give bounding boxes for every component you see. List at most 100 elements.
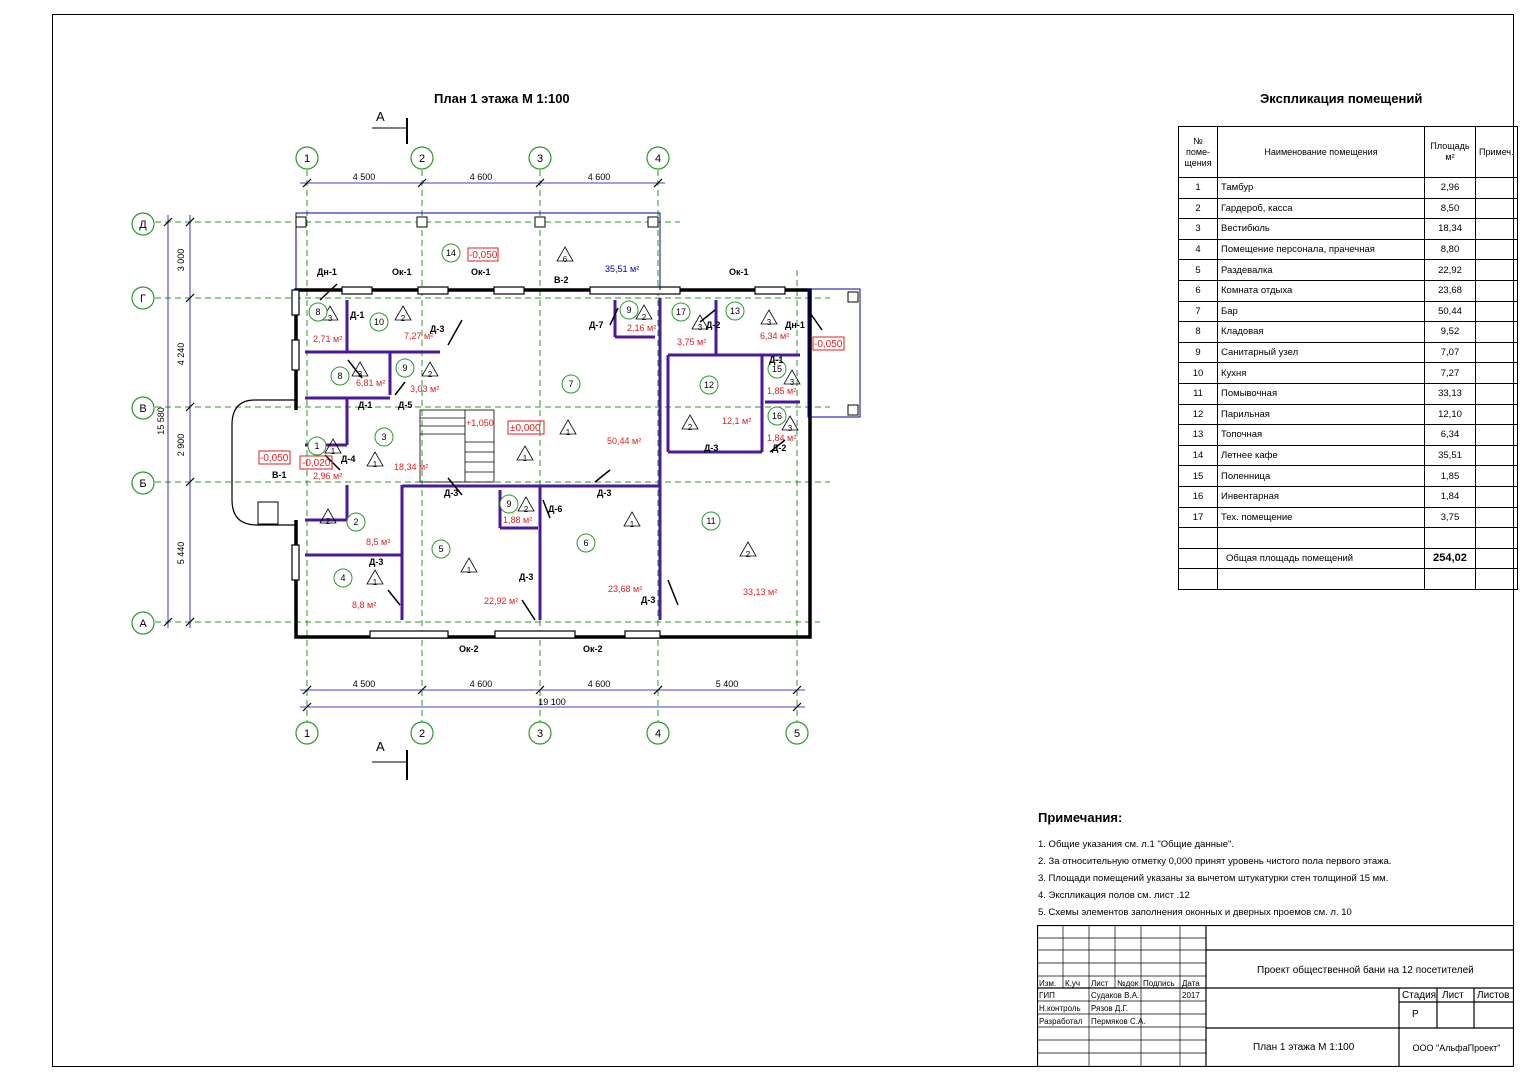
windows	[291, 286, 786, 639]
stage-header: Листов	[1477, 990, 1510, 1001]
staircase	[419, 409, 495, 483]
room-no: 13	[1178, 424, 1218, 446]
room-area: 50,44 м²	[607, 436, 641, 446]
stage-header: Стадия	[1402, 990, 1437, 1001]
axis-bottom-3: 3	[537, 728, 543, 740]
door-label: Д-1	[769, 355, 783, 365]
room-area: 18,34 м²	[394, 462, 428, 472]
room-number: 14	[446, 248, 456, 258]
room-note	[1475, 197, 1518, 220]
room-area: 1,85	[1424, 465, 1476, 487]
room-note	[1475, 321, 1518, 343]
stamp-col-header: Подпись	[1143, 979, 1175, 988]
room-area: 8,80	[1424, 238, 1476, 261]
room-area: 35,51 м²	[605, 264, 639, 274]
dim-left-4: 5 440	[176, 542, 186, 565]
stamp-person: Судаков В.А.	[1091, 991, 1140, 1000]
room-name: Тех. помещение	[1217, 506, 1425, 529]
level-mark: -0,050	[260, 453, 289, 464]
floor-type: 2	[401, 314, 406, 323]
room-area: 2,96	[1424, 177, 1476, 199]
floor-type: 2	[428, 370, 433, 379]
floor-type: 3	[790, 378, 795, 387]
room-no: 11	[1178, 382, 1218, 405]
room-area: 2,96 м²	[313, 471, 342, 481]
dim-top-1: 4 500	[353, 172, 376, 182]
room-name: Помывочная	[1217, 382, 1425, 405]
floor-type: 1	[467, 566, 472, 575]
room-no: 4	[1178, 238, 1218, 261]
room-area: 2,71 м²	[313, 334, 342, 344]
axis-left-v: В	[139, 403, 146, 415]
floor-type: 3	[767, 318, 772, 327]
level-mark: -0,050	[469, 250, 498, 261]
axis-top-3: 3	[537, 153, 543, 165]
stage-value: Р	[1412, 1009, 1419, 1020]
room-no: 12	[1178, 403, 1218, 426]
floor-type: 1	[373, 578, 378, 587]
room-area: 1,84	[1424, 485, 1476, 508]
stamp-role: Н.контроль	[1039, 1004, 1081, 1013]
room-area: 12,1 м²	[722, 416, 751, 426]
room-note	[1475, 300, 1518, 323]
axis-bottom-2: 2	[419, 728, 425, 740]
room-name: Санитарный узел	[1217, 341, 1425, 364]
room-name: Помещение персонала, прачечная	[1217, 238, 1425, 261]
room-area: 8,5 м²	[366, 537, 390, 547]
col-header: Площадь м²	[1424, 126, 1476, 178]
room-area: 6,34	[1424, 424, 1476, 446]
plan-title: План 1 этажа М 1:100	[434, 91, 570, 106]
stamp-role: Разработал	[1039, 1017, 1083, 1026]
floor-type: 1	[566, 428, 571, 437]
room-name: Парильная	[1217, 403, 1425, 426]
room-no: 9	[1178, 341, 1218, 364]
axis-top-1: 1	[304, 153, 310, 165]
room-area: 7,27 м²	[404, 331, 433, 341]
room-no: 15	[1178, 465, 1218, 487]
room-no: 14	[1178, 444, 1218, 467]
room-number: 2	[353, 517, 358, 527]
stage-header: Лист	[1442, 990, 1464, 1001]
room-number: 12	[704, 380, 714, 390]
axis-left-g: Г	[140, 293, 146, 305]
room-area: 2,16 м²	[627, 323, 656, 333]
total-label: Общая площадь помещений	[1217, 547, 1425, 570]
room-number: 13	[730, 306, 740, 316]
summer-cafe-terrace	[295, 212, 861, 418]
sheet-name: План 1 этажа М 1:100	[1253, 1042, 1355, 1053]
room-area: 50,44	[1424, 300, 1476, 323]
door-label: Д-3	[704, 443, 718, 453]
col-header: Наименование помещения	[1217, 126, 1425, 178]
room-area: 6,81 м²	[356, 378, 385, 388]
room-area: 22,92	[1424, 259, 1476, 281]
room-no: 2	[1178, 197, 1218, 220]
room-area: 3,75 м²	[677, 337, 706, 347]
stamp-date: 2017	[1182, 991, 1200, 1000]
room-name: Топочная	[1217, 424, 1425, 446]
floor-type: 3	[358, 370, 363, 379]
door-label: В-2	[554, 275, 569, 285]
room-name: Раздевалка	[1217, 259, 1425, 281]
window-label: Ок-2	[583, 644, 603, 654]
dim-bottom-2: 4 600	[470, 679, 493, 689]
room-name: Кухня	[1217, 362, 1425, 384]
axis-left-b: Б	[139, 478, 146, 490]
room-no: 6	[1178, 279, 1218, 302]
room-area: 7,27	[1424, 362, 1476, 384]
col-header: Примеч.	[1475, 126, 1518, 178]
explication-title: Экспликация помещений	[1260, 91, 1423, 106]
stamp-person: Пермяков С.А.	[1091, 1017, 1146, 1026]
room-name: Тамбур	[1217, 177, 1425, 199]
room-note	[1475, 465, 1518, 487]
room-number: 16	[772, 411, 782, 421]
room-note	[1475, 506, 1518, 529]
room-note	[1475, 341, 1518, 364]
note-item: 5. Схемы элементов заполнения оконных и …	[1038, 907, 1352, 918]
room-area: 8,8 м²	[352, 600, 376, 610]
